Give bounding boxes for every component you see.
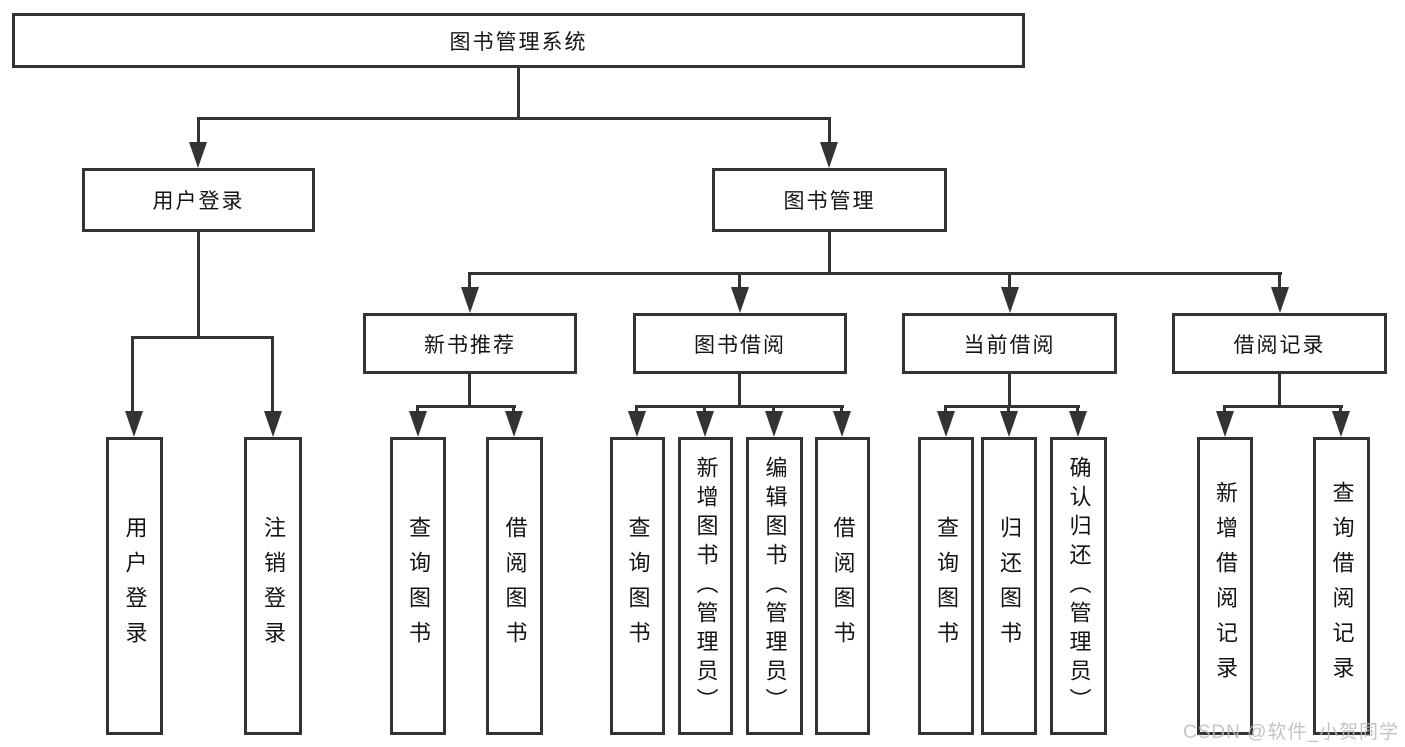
connector-current-borrow-bar xyxy=(944,405,1080,408)
connector-drop xyxy=(416,405,419,415)
connector-drop xyxy=(635,405,638,415)
connector-user-login-stub xyxy=(197,232,200,339)
node-label: 当前借阅 xyxy=(963,333,1056,357)
arrow-down-icon xyxy=(461,287,479,313)
leaf-label: 查询图书 xyxy=(406,516,431,656)
connector-new-books-stub xyxy=(468,374,471,408)
connector-book-borrow-bar xyxy=(635,405,844,408)
arrow-down-icon xyxy=(696,411,714,437)
connector-drop xyxy=(1007,405,1010,415)
leaf-borrow-books-recommend: 借阅图书 xyxy=(486,437,543,735)
leaf-label: 新增借阅记录 xyxy=(1213,481,1238,691)
arrow-down-icon xyxy=(628,411,646,437)
connector-book-mgmt-bar xyxy=(468,272,1282,275)
leaf-label: 编辑图书（管理员） xyxy=(762,455,788,717)
node-label: 图书借阅 xyxy=(694,333,786,357)
connector-drop-new-books xyxy=(468,272,471,290)
node-current-borrow: 当前借阅 xyxy=(902,313,1117,374)
arrow-down-icon xyxy=(505,411,523,437)
arrow-down-icon xyxy=(1001,287,1019,313)
leaf-query-borrow-record: 查询借阅记录 xyxy=(1313,437,1370,735)
connector-drop xyxy=(840,405,843,415)
leaf-label: 新增图书（管理员） xyxy=(693,455,719,717)
connector-drop-borrow-records xyxy=(1278,272,1281,290)
leaf-logout: 注销登录 xyxy=(244,437,302,735)
node-library-management-system: 图书管理系统 xyxy=(12,13,1025,68)
leaf-query-books-borrow: 查询图书 xyxy=(610,437,665,735)
connector-drop xyxy=(512,405,515,415)
connector-book-borrow-stub xyxy=(738,374,741,408)
arrow-down-icon xyxy=(189,142,207,168)
leaf-return-books: 归还图书 xyxy=(981,437,1037,735)
connector-book-mgmt-stub xyxy=(828,232,831,275)
leaf-label: 查询图书 xyxy=(934,516,959,656)
connector-drop xyxy=(1339,405,1342,415)
leaf-user-login: 用户登录 xyxy=(106,437,163,735)
connector-borrow-records-bar xyxy=(1223,405,1343,408)
arrow-down-icon xyxy=(1216,411,1234,437)
node-label: 图书管理系统 xyxy=(449,30,588,54)
arrow-down-icon xyxy=(1069,411,1087,437)
connector-borrow-records-stub xyxy=(1278,374,1281,408)
node-book-management: 图书管理 xyxy=(712,168,947,232)
leaf-label: 确认归还（管理员） xyxy=(1066,455,1092,717)
arrow-down-icon xyxy=(264,411,282,437)
connector-drop xyxy=(944,405,947,415)
arrow-down-icon xyxy=(765,411,783,437)
leaf-label: 归还图书 xyxy=(997,516,1022,656)
connector-current-borrow-stub xyxy=(1008,374,1011,408)
csdn-watermark: CSDN @软件_小贺同学 xyxy=(1183,722,1399,743)
arrow-down-icon xyxy=(731,287,749,313)
connector-drop-current-borrow xyxy=(1008,272,1011,290)
leaf-borrow-books: 借阅图书 xyxy=(815,437,870,735)
arrow-down-icon xyxy=(937,411,955,437)
arrow-down-icon xyxy=(1271,287,1289,313)
connector-drop xyxy=(703,405,706,415)
connector-drop-book-mgmt xyxy=(828,117,831,149)
leaf-label: 查询图书 xyxy=(625,516,651,656)
connector-drop-logout-leaf xyxy=(271,336,274,413)
node-new-book-recommend: 新书推荐 xyxy=(363,313,577,374)
leaf-label: 借阅图书 xyxy=(830,516,856,656)
arrow-down-icon xyxy=(409,411,427,437)
leaf-label: 用户登录 xyxy=(122,516,148,656)
connector-drop xyxy=(1076,405,1079,415)
arrow-down-icon xyxy=(1000,411,1018,437)
leaf-edit-books-admin: 编辑图书（管理员） xyxy=(746,437,803,735)
node-label: 用户登录 xyxy=(152,190,245,213)
leaf-label: 查询借阅记录 xyxy=(1329,481,1355,691)
connector-drop-user-login xyxy=(197,117,200,149)
node-borrow-records: 借阅记录 xyxy=(1172,313,1387,374)
leaf-query-books-current: 查询图书 xyxy=(918,437,974,735)
leaf-label: 借阅图书 xyxy=(502,516,528,656)
connector-drop xyxy=(772,405,775,415)
node-label: 新书推荐 xyxy=(424,333,516,357)
leaf-add-borrow-record: 新增借阅记录 xyxy=(1197,437,1253,735)
node-book-borrow: 图书借阅 xyxy=(633,313,847,374)
connector-drop-login-leaf xyxy=(131,336,134,413)
connector-root-bar xyxy=(197,117,831,120)
connector-root-stub xyxy=(517,68,520,118)
node-label: 图书管理 xyxy=(783,190,876,213)
connector-new-books-bar xyxy=(416,405,516,408)
leaf-confirm-return-admin: 确认归还（管理员） xyxy=(1050,437,1107,735)
arrow-down-icon xyxy=(820,142,838,168)
node-label: 借阅记录 xyxy=(1233,333,1326,357)
arrow-down-icon xyxy=(1332,411,1350,437)
leaf-add-books-admin: 新增图书（管理员） xyxy=(678,437,733,735)
leaf-label: 注销登录 xyxy=(261,516,286,656)
leaf-query-books-recommend: 查询图书 xyxy=(390,437,446,735)
connector-drop xyxy=(1223,405,1226,415)
node-user-login: 用户登录 xyxy=(82,168,315,232)
arrow-down-icon xyxy=(125,411,143,437)
connector-user-login-bar xyxy=(131,336,274,339)
arrow-down-icon xyxy=(833,411,851,437)
connector-drop-book-borrow xyxy=(738,272,741,290)
